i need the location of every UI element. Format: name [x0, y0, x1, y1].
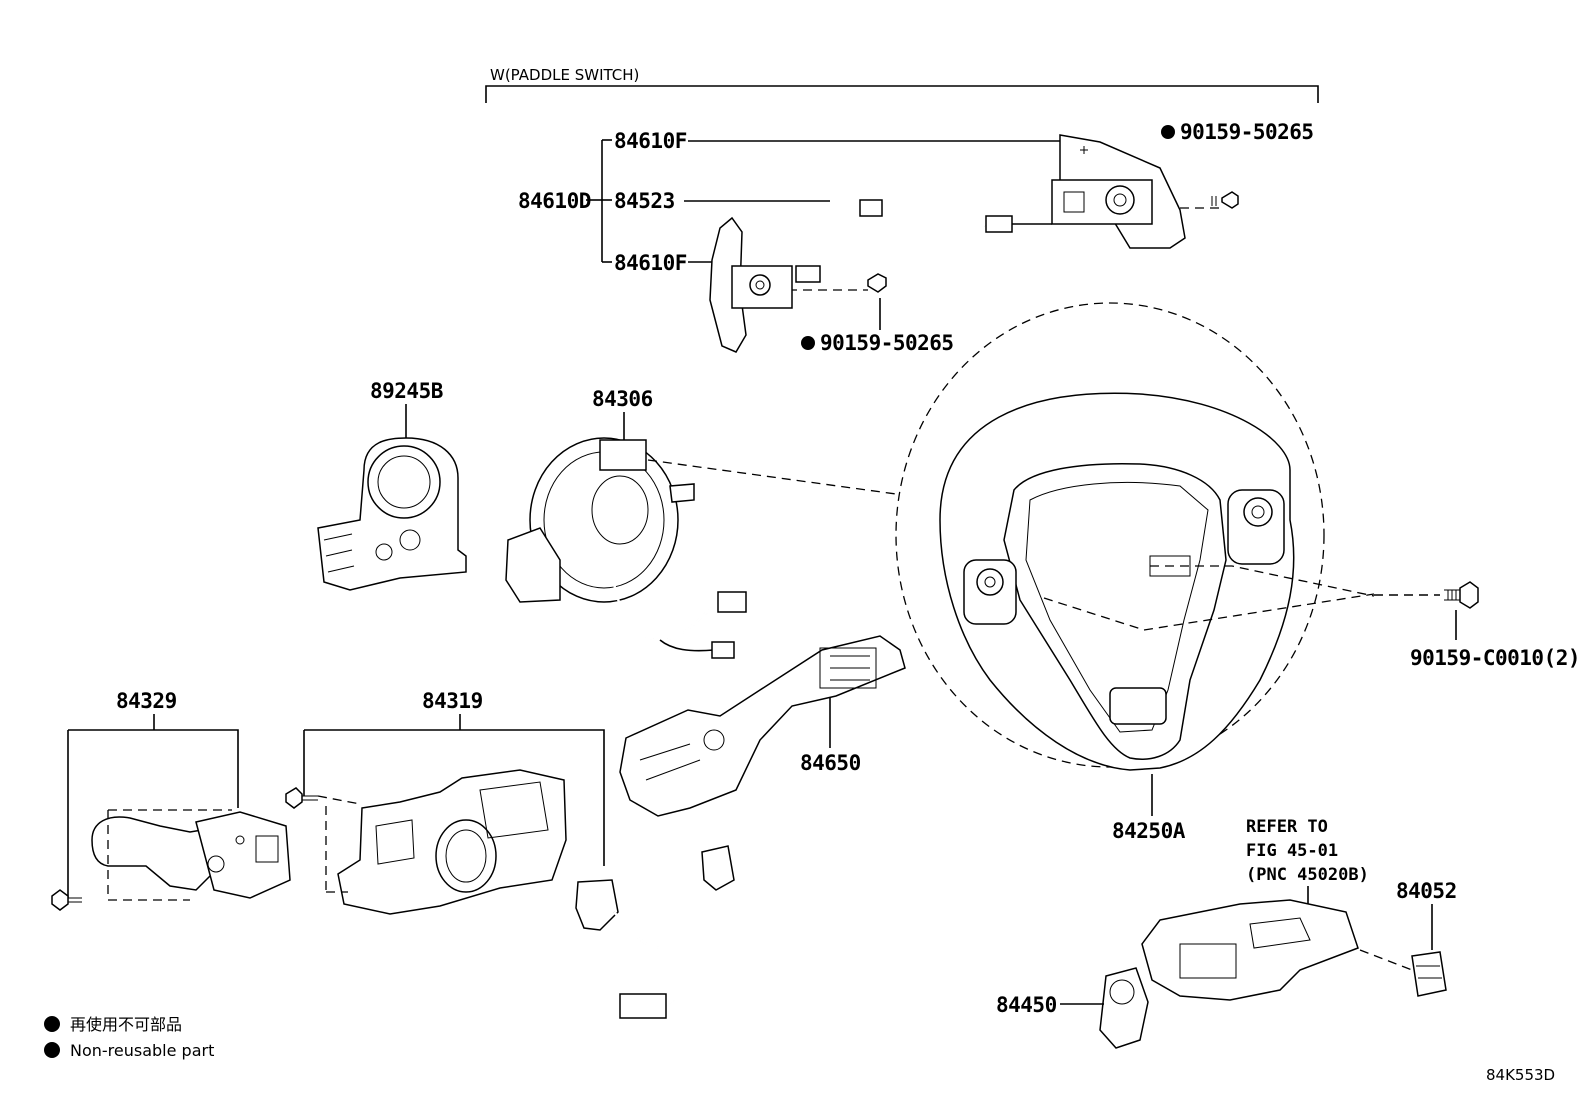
- callout-84523[interactable]: 84523: [614, 189, 675, 213]
- turn-signal-switch: 84329: [51, 689, 291, 911]
- legend-japanese: 再使用不可部品: [70, 1015, 182, 1034]
- group-bracket: [485, 85, 1319, 103]
- assembly-link-dash: [647, 459, 897, 495]
- callout-90159-50265-bottom[interactable]: 90159-50265: [820, 331, 954, 355]
- legend-english: Non-reusable part: [70, 1041, 214, 1060]
- callout-84610F-bottom[interactable]: 84610F: [614, 251, 687, 275]
- non-reusable-dot-icon: [44, 1042, 60, 1058]
- callout-84650[interactable]: 84650: [800, 751, 861, 775]
- callout-84610F-top[interactable]: 84610F: [614, 129, 687, 153]
- non-reusable-dot-icon: [44, 1016, 60, 1032]
- steering-angle-sensor: 89245B: [317, 379, 467, 591]
- paddle-switch-right: [1051, 134, 1239, 249]
- steering-wheel-assembly: 84250A: [895, 302, 1440, 843]
- callout-84306[interactable]: 84306: [592, 387, 653, 411]
- callout-84319[interactable]: 84319: [422, 689, 483, 713]
- callout-84329[interactable]: 84329: [116, 689, 177, 713]
- callout-89245B[interactable]: 89245B: [370, 379, 443, 403]
- non-reusable-dot-icon: [801, 336, 815, 350]
- combination-switch-body: 84319: [285, 689, 735, 1019]
- refer-line-1: REFER TO: [1246, 817, 1328, 837]
- paddle-switch-left: [709, 216, 887, 353]
- steering-column-cover-assembly: REFER TO FIG 45-01 (PNC 45020B) 84450 84…: [996, 817, 1457, 1049]
- paddle-wire-harness: [795, 170, 1052, 283]
- callout-84250A[interactable]: 84250A: [1112, 819, 1186, 843]
- group-label: W(PADDLE SWITCH): [490, 66, 639, 84]
- callout-84450[interactable]: 84450: [996, 993, 1057, 1017]
- paddle-callouts: 84610F 84610D 84523 84610F 90159-50265 9…: [518, 120, 1314, 355]
- refer-line-3: (PNC 45020B): [1246, 865, 1369, 885]
- spiral-cable-clock-spring: 84306: [505, 387, 747, 659]
- wiper-switch: 84650: [619, 635, 906, 817]
- legend: 再使用不可部品 Non-reusable part: [44, 1015, 214, 1060]
- callout-84610D[interactable]: 84610D: [518, 189, 591, 213]
- bolt-90159-C0010: 90159-C0010(2): [1410, 581, 1581, 670]
- non-reusable-dot-icon: [1161, 125, 1175, 139]
- callout-84052[interactable]: 84052: [1396, 879, 1457, 903]
- refer-line-2: FIG 45-01: [1246, 841, 1338, 861]
- callout-90159-50265-top[interactable]: 90159-50265: [1180, 120, 1314, 144]
- paddle-switch-group: W(PADDLE SWITCH): [485, 66, 1319, 103]
- callout-90159-C0010[interactable]: 90159-C0010(2): [1410, 646, 1581, 670]
- drawing-code: 84K553D: [1486, 1066, 1555, 1084]
